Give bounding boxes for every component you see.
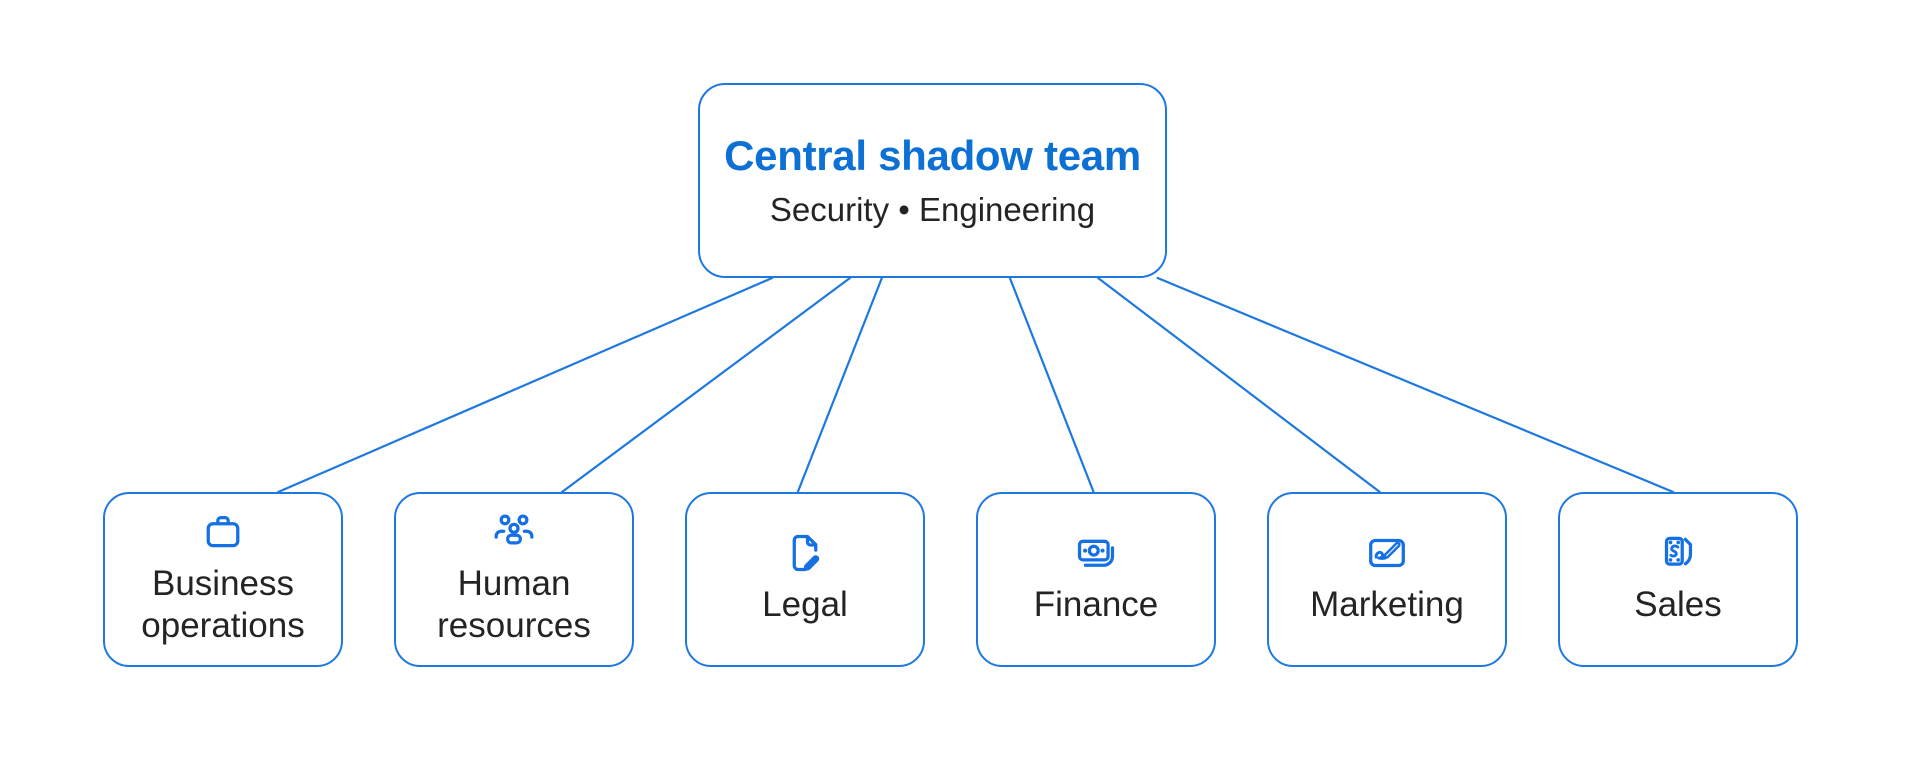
money-icon bbox=[1073, 530, 1119, 576]
department-label: Marketing bbox=[1310, 584, 1464, 624]
connector-line bbox=[1008, 276, 1095, 494]
department-box: Marketing bbox=[1267, 492, 1507, 667]
department-label: Sales bbox=[1634, 584, 1722, 624]
document-edit-icon bbox=[782, 530, 828, 576]
connector-line bbox=[560, 276, 852, 494]
department-label: Legal bbox=[762, 584, 848, 624]
root-title: Central shadow team bbox=[724, 131, 1141, 179]
department-label: Human resources bbox=[437, 564, 591, 645]
department-box: Business operations bbox=[103, 492, 343, 667]
connector-line bbox=[1156, 276, 1675, 494]
department-label: Finance bbox=[1033, 584, 1159, 624]
root-box: Central shadow team Security • Engineeri… bbox=[698, 83, 1167, 278]
connector-line bbox=[796, 276, 883, 494]
people-team-icon bbox=[491, 509, 537, 555]
department-label: Business operations bbox=[141, 564, 305, 645]
department-box: Human resources bbox=[394, 492, 634, 667]
department-box: Finance bbox=[976, 492, 1216, 667]
money-hand-icon bbox=[1655, 530, 1701, 576]
department-box: Sales bbox=[1558, 492, 1798, 667]
root-subtitle: Security • Engineering bbox=[769, 190, 1096, 228]
connector-line bbox=[277, 276, 774, 494]
connector-line bbox=[1096, 276, 1381, 494]
department-box: Legal bbox=[685, 492, 925, 667]
briefcase-icon bbox=[200, 509, 246, 555]
whiteboard-pen-icon bbox=[1364, 530, 1410, 576]
